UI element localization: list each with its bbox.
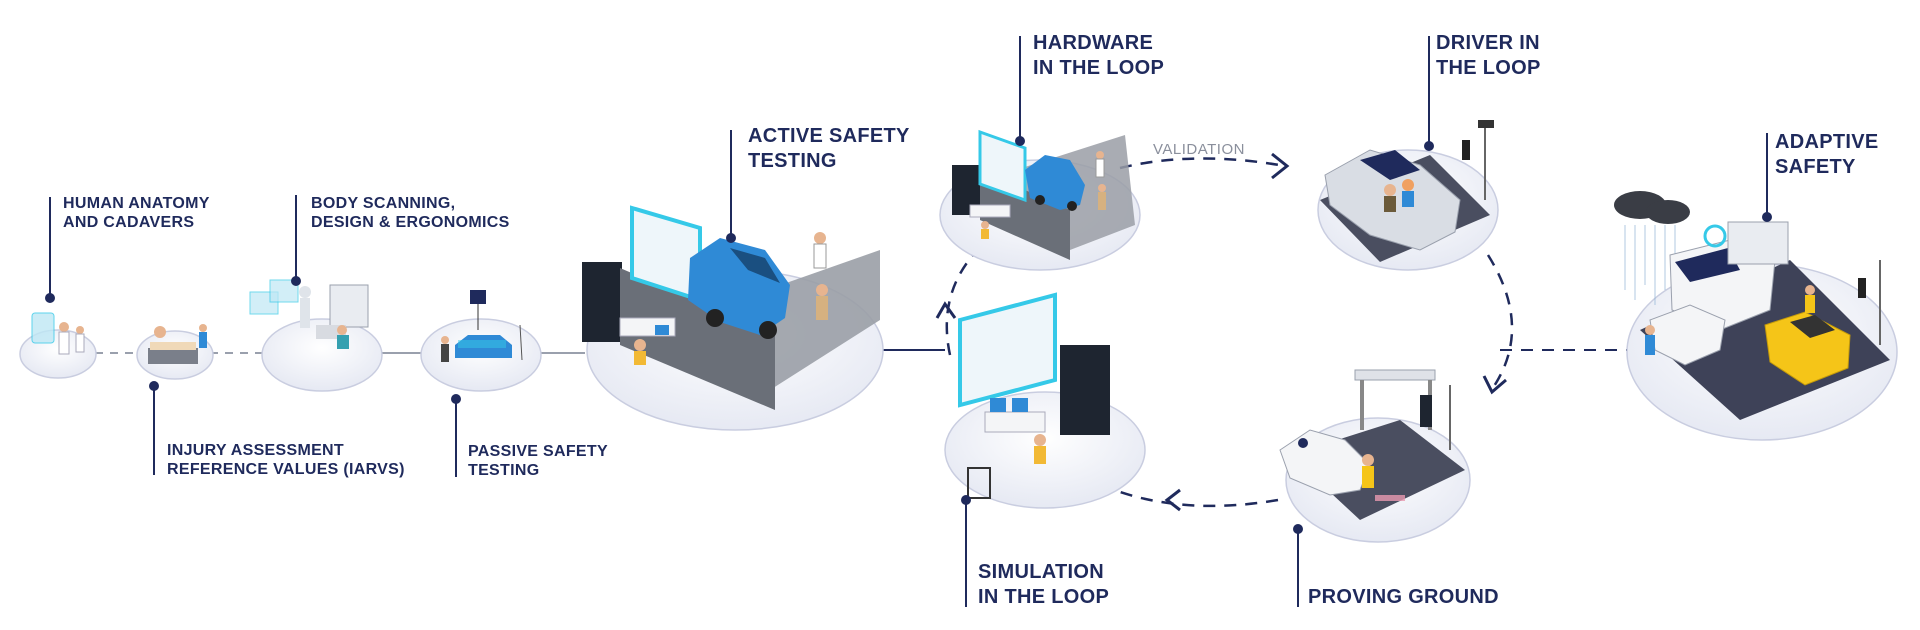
simulation-loop-illustration (958, 292, 1110, 499)
adaptive-safety-illustration (1614, 191, 1890, 420)
label-body-scanning-line1: BODY SCANNING, (311, 195, 456, 212)
hardware-loop-illustration (952, 129, 1135, 260)
label-simulation-loop: SIMULATION IN THE LOOP (978, 560, 1109, 610)
label-proving-ground: PROVING GROUND (1308, 585, 1499, 610)
arrowhead-to-proving (1482, 375, 1507, 395)
label-hardware-loop-line2: IN THE LOOP (1033, 57, 1165, 79)
label-adaptive-safety-line2: SAFETY (1775, 156, 1856, 178)
label-human-anatomy-line1: HUMAN ANATOMY (63, 195, 210, 212)
label-active-safety-line2: TESTING (748, 150, 837, 172)
label-active-safety: ACTIVE SAFETY TESTING (748, 124, 910, 174)
human-figures-illustration (31, 312, 85, 355)
driver-loop-illustration (1320, 120, 1494, 262)
label-body-scanning-line2: DESIGN & ERGONOMICS (311, 214, 510, 231)
label-adaptive-safety: ADAPTIVE SAFETY (1775, 130, 1879, 180)
proving-ground-illustration (1279, 369, 1465, 520)
label-adaptive-safety-line1: ADAPTIVE (1775, 131, 1879, 153)
label-injury-assessment-line1: INJURY ASSESSMENT (167, 442, 344, 459)
label-simulation-loop-line2: IN THE LOOP (978, 586, 1110, 608)
validation-label: VALIDATION (1153, 141, 1245, 158)
loop-arrowheads (935, 152, 1507, 512)
label-passive-safety: PASSIVE SAFETY TESTING (468, 442, 608, 480)
label-passive-safety-line1: PASSIVE SAFETY (468, 443, 608, 460)
body-scanning-disc (261, 318, 383, 392)
leader-lines (45, 36, 1772, 607)
label-active-safety-line1: ACTIVE SAFETY (748, 125, 910, 147)
label-passive-safety-line2: TESTING (468, 462, 540, 479)
label-driver-loop: DRIVER IN THE LOOP (1436, 31, 1541, 81)
label-driver-loop-line2: THE LOOP (1436, 57, 1541, 79)
arrowhead-to-hardware (935, 301, 957, 319)
injury-assessment-illustration (148, 324, 207, 364)
body-scanning-illustration (249, 279, 369, 349)
label-human-anatomy: HUMAN ANATOMY AND CADAVERS (63, 194, 210, 232)
label-hardware-loop: HARDWARE IN THE LOOP (1033, 31, 1164, 81)
arrowhead-to-simulation (1164, 488, 1181, 512)
arrowhead-to-driver (1271, 152, 1290, 180)
label-simulation-loop-line1: SIMULATION (978, 561, 1104, 583)
label-hardware-loop-line1: HARDWARE (1033, 32, 1154, 54)
passive-safety-illustration (441, 290, 523, 362)
label-injury-assessment: INJURY ASSESSMENT REFERENCE VALUES (IARV… (167, 441, 405, 479)
human-anatomy-disc (19, 329, 97, 379)
process-connector (95, 349, 1640, 354)
label-human-anatomy-line2: AND CADAVERS (63, 214, 195, 231)
label-driver-loop-line1: DRIVER IN (1436, 32, 1540, 54)
label-body-scanning: BODY SCANNING, DESIGN & ERGONOMICS (311, 194, 510, 232)
active-safety-illustration (582, 205, 880, 410)
label-proving-ground-line1: PROVING GROUND (1308, 586, 1499, 608)
label-injury-assessment-line2: REFERENCE VALUES (IARVS) (167, 461, 405, 478)
